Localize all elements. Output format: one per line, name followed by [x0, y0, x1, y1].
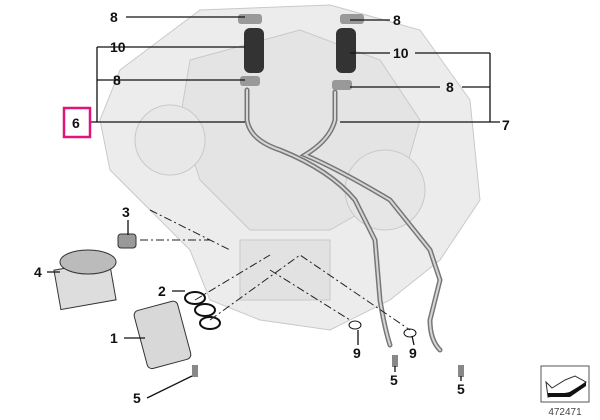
callout-8[interactable]: 8	[113, 72, 121, 88]
leader-lines	[47, 16, 500, 399]
hose-left	[244, 28, 264, 73]
clamp	[238, 14, 262, 24]
diagram-arrow-icon	[540, 365, 590, 403]
callout-8[interactable]: 8	[110, 9, 118, 25]
engine-block	[99, 4, 481, 331]
callout-8[interactable]: 8	[393, 12, 401, 28]
clamp	[240, 76, 260, 86]
callout-10[interactable]: 10	[110, 39, 126, 55]
diagram-number: 472471	[548, 407, 582, 418]
callout-5[interactable]: 5	[133, 390, 141, 406]
callout-7[interactable]: 7	[502, 117, 510, 133]
clamp	[332, 80, 352, 90]
callout-9[interactable]: 9	[353, 345, 361, 361]
callout-5[interactable]: 5	[457, 381, 465, 397]
callout-3[interactable]: 3	[122, 204, 130, 220]
callout-5[interactable]: 5	[390, 372, 398, 388]
callout-6-highlight	[62, 106, 92, 139]
oil-cooler-pipes	[238, 14, 443, 353]
callout-2[interactable]: 2	[158, 283, 166, 299]
oil-cooler	[133, 300, 192, 370]
nipple	[117, 233, 137, 249]
callout-8[interactable]: 8	[446, 79, 454, 95]
gaskets	[184, 291, 221, 330]
callout-10[interactable]: 10	[393, 45, 409, 61]
callout-6[interactable]: 6	[72, 115, 80, 131]
hose-right	[336, 28, 356, 73]
callout-9[interactable]: 9	[409, 345, 417, 361]
callout-4[interactable]: 4	[34, 264, 42, 280]
callout-1[interactable]: 1	[110, 330, 118, 346]
oil-filter	[53, 249, 117, 311]
clamp	[340, 14, 364, 24]
